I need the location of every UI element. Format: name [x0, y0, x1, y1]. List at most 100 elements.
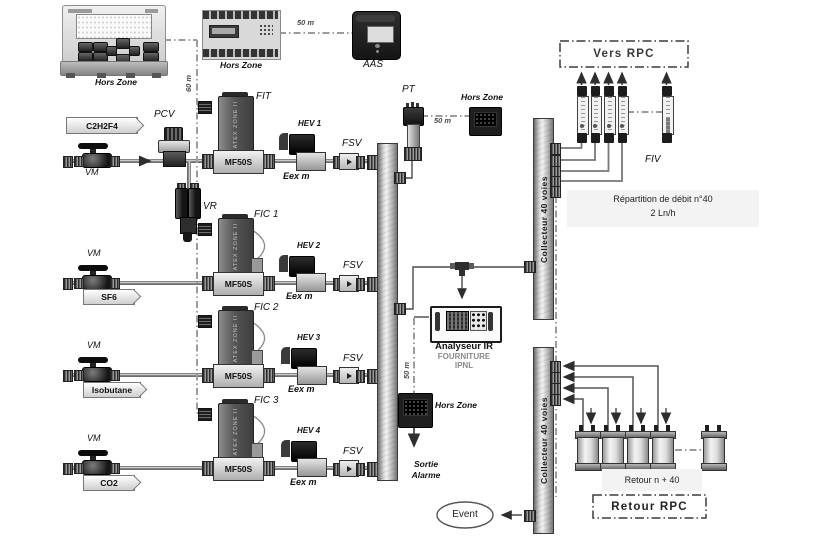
instrument-tag: FIC 1 [254, 209, 279, 220]
mfc-model-text: MF50S [224, 464, 253, 474]
pt-distance: 50 m [434, 116, 452, 125]
tee-fitting [450, 262, 474, 276]
atex-marking: ATEX ZONE II [233, 408, 239, 456]
solenoid-valve-base[interactable] [296, 152, 326, 171]
collector-port [550, 143, 561, 155]
solenoid-elbow [279, 133, 288, 150]
din-aas-distance: 50 m [297, 18, 315, 27]
rotameter-cap [662, 133, 672, 143]
pt-display-screen [474, 112, 497, 127]
alarm-display-screen [403, 399, 428, 416]
fsv-tag: FSV [343, 353, 363, 364]
console-brand-strip [68, 9, 92, 13]
analyser-title: Analyseur IR [434, 341, 494, 352]
manual-valve-handle[interactable] [78, 265, 108, 271]
retour-rpc-box [592, 494, 707, 519]
alarm-hors-zone-display [398, 393, 433, 428]
fsv-cap [356, 370, 365, 383]
collector-1: Collecteur 40 voies [533, 118, 554, 320]
mass-flow-controller-base: MF50S [213, 272, 264, 296]
rotameter-tube [590, 96, 602, 135]
aas-button[interactable] [376, 50, 379, 53]
rotameter-cap [577, 86, 587, 96]
mass-flow-controller-body: ATEX ZONE II [218, 310, 254, 368]
solenoid-valve-base[interactable] [297, 366, 327, 385]
eex-marking: Eex m [283, 171, 310, 181]
manual-valve-handle[interactable] [78, 357, 108, 363]
flow-direction-icon [346, 280, 352, 287]
sortie-text: Sortie [413, 459, 439, 469]
solenoid-valve-base[interactable] [297, 458, 327, 477]
retour-note: Retour n + 40 [602, 469, 702, 491]
analyser-slot [488, 312, 493, 331]
mfc-cable-plug [198, 101, 212, 114]
atex-marking: ATEX ZONE II [233, 101, 239, 149]
hev-tag: HEV 1 [298, 119, 322, 128]
din-label: Hors Zone [219, 60, 263, 70]
pipe-fitting [74, 370, 84, 381]
collector-port [524, 261, 536, 273]
canister-pin [654, 425, 658, 432]
collector-1-label: Collecteur 40 voies [538, 175, 549, 263]
flow-direction-icon [346, 465, 352, 472]
console-foot [66, 73, 75, 78]
ir-analyser [430, 306, 502, 343]
console-up-button[interactable] [116, 38, 130, 49]
mass-flow-controller-body: ATEX ZONE II [218, 403, 254, 461]
pt-pin [416, 103, 419, 108]
pipe-fitting [63, 278, 73, 290]
pipe-fitting [63, 156, 73, 168]
mass-flow-controller-base: MF50S [213, 150, 264, 174]
fsv-cap [356, 463, 365, 476]
event-label: Event [452, 509, 478, 520]
mfc-cable-plug [198, 223, 212, 236]
manual-valve-stem [90, 149, 96, 154]
analyser-org: IPNL [454, 361, 474, 370]
sample-canister [602, 437, 624, 466]
instrument-tag: FIT [256, 91, 271, 102]
canister-pin [641, 425, 645, 432]
manual-valve-handle[interactable] [78, 450, 108, 456]
flow-safety-valve [339, 275, 359, 292]
pipe-fitting [74, 463, 84, 474]
valve-tag: VM [85, 167, 99, 177]
solenoid-elbow [281, 347, 290, 364]
din-display-glass [212, 28, 235, 34]
repartition-note: Répartition de débit n°40 2 Ln/h [567, 190, 759, 227]
pt-hors-zone-display [469, 107, 502, 136]
solenoid-valve-base[interactable] [296, 273, 326, 292]
rotameter-cap [617, 86, 627, 96]
aas-button[interactable] [375, 44, 380, 48]
analyser-keypad[interactable] [470, 311, 487, 331]
pt-pin [406, 103, 409, 108]
console-left-button[interactable] [106, 46, 117, 56]
console-right-button[interactable] [129, 46, 140, 56]
manual-valve-stem [90, 363, 96, 368]
gas-tag-c2h2f4: C2H2F4 [66, 117, 145, 134]
vers-rpc-label[interactable]: Vers RPC [593, 48, 655, 60]
mfc-model-text: MF50S [224, 157, 253, 167]
fsv-tag: FSV [342, 138, 362, 149]
manual-valve-handle[interactable] [78, 143, 108, 149]
collector-port [524, 510, 536, 522]
fsv-cap [356, 156, 365, 169]
manual-valve-body [82, 275, 112, 290]
retour-rpc-label[interactable]: Retour RPC [611, 501, 688, 513]
valve-tag: VM [87, 433, 101, 443]
vr-cylinder [175, 188, 188, 219]
gas-tag-co2: CO2 [83, 474, 142, 491]
analyser-screen [446, 311, 469, 331]
fsv-cap [356, 278, 365, 291]
collector-2-label: Collecteur 40 voies [538, 397, 549, 484]
console-foot [126, 73, 135, 78]
din-terminal-strip-bottom [203, 49, 278, 57]
console-button[interactable] [143, 42, 159, 52]
mfc-top-cap [222, 214, 248, 220]
din-module [202, 10, 281, 60]
din-display [209, 25, 239, 38]
repartition-line1: Répartition de débit n°40 [613, 194, 713, 204]
gas-tag-text: Isobutane [91, 385, 133, 395]
gas-tag-text: C2H2F4 [86, 120, 118, 131]
manifold-port [394, 303, 406, 315]
console-button[interactable] [78, 42, 93, 52]
